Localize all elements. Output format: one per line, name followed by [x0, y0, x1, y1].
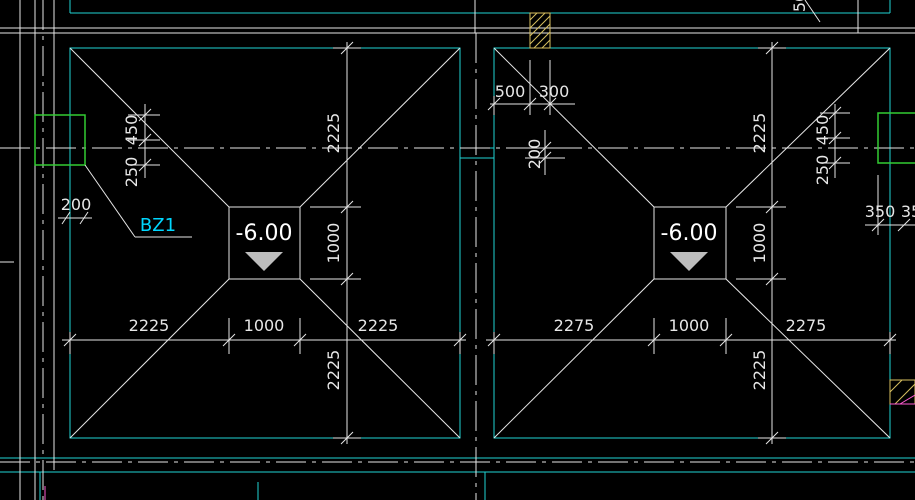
elevation-marker-icon — [245, 252, 283, 271]
dim-top-v: 2225 — [324, 113, 343, 154]
column-outline — [877, 112, 915, 164]
middle-column[interactable]: 500 300 200 — [487, 12, 575, 175]
dim-top-v: 2225 — [750, 113, 769, 154]
left-wall — [19, 0, 55, 500]
dim-center: 1000 — [244, 316, 285, 335]
dim-500: 500 — [495, 82, 526, 101]
bottom-right-element — [889, 379, 915, 405]
column-tag-label: BZ1 — [140, 215, 176, 236]
elevation-label: -6.00 — [661, 221, 718, 246]
dim-200: 200 — [61, 195, 92, 214]
dim-mid-v: 1000 — [750, 223, 769, 264]
top-white-lines — [0, 0, 915, 34]
dim-35-partial: 35 — [901, 202, 915, 221]
dim-300: 300 — [539, 82, 570, 101]
sump-box — [228, 206, 301, 280]
dim-bottom-v: 2225 — [324, 350, 343, 391]
dim-left: 2275 — [554, 316, 595, 335]
elevation-marker-icon — [670, 252, 708, 271]
right-column[interactable]: 450 250 350 35 — [813, 104, 915, 235]
dim-250: 250 — [122, 157, 141, 188]
dim-right: 2225 — [358, 316, 399, 335]
top-right-fragment: 50 — [790, 0, 821, 23]
dim-450: 450 — [813, 115, 832, 146]
column-bz1[interactable]: 450 250 200 BZ1 — [34, 104, 192, 238]
dim-mid-v: 1000 — [324, 223, 343, 264]
dim-bottom-v: 2225 — [750, 350, 769, 391]
dim-center: 1000 — [669, 316, 710, 335]
dim-50-partial: 50 — [790, 0, 809, 12]
dim-right: 2275 — [786, 316, 827, 335]
pit-2[interactable]: -6.00 2275 1000 2275 2225 100 — [486, 41, 897, 445]
column-outline — [34, 114, 86, 166]
pit-1[interactable]: -6.00 2225 1000 2225 22 — [62, 41, 467, 445]
dim-350: 350 — [865, 202, 896, 221]
hatched-column — [529, 12, 551, 49]
dim-450: 450 — [122, 115, 141, 146]
dim-left: 2225 — [129, 316, 170, 335]
sump-box — [653, 206, 727, 280]
elevation-label: -6.00 — [236, 221, 293, 246]
dim-200-v: 200 — [525, 139, 544, 170]
dim-250: 250 — [813, 155, 832, 186]
